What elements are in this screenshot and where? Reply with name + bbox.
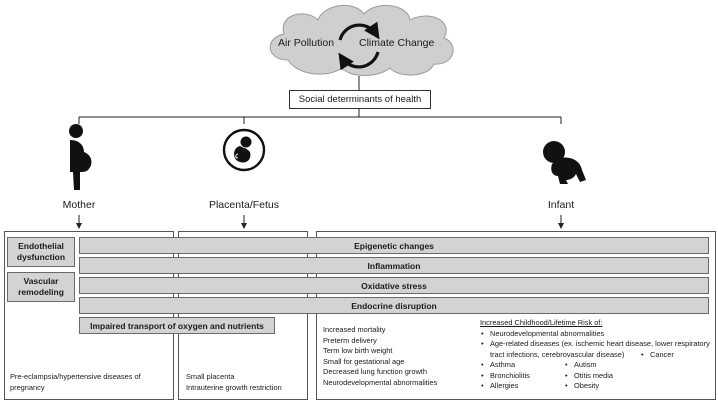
air-pollution-label: Air Pollution (278, 37, 335, 49)
epigenetic-changes-bar: Epigenetic changes (79, 237, 709, 254)
risk-item: Allergies (480, 381, 564, 392)
risk-columns: Asthma Bronchiolitis Allergies Autism Ot… (480, 350, 710, 392)
fetus-outcomes: Small placenta Intrauterine growth restr… (186, 372, 304, 393)
infant-outcome: Preterm delivery (323, 335, 377, 345)
risk-col-1: Asthma Bronchiolitis Allergies (480, 360, 564, 392)
endocrine-disruption-bar: Endocrine disruption (79, 297, 709, 314)
risk-col-2: Autism Otitis media Obesity (564, 360, 640, 392)
baby-icon (538, 140, 588, 186)
risk-section: Increased Childhood/Lifetime Risk of: Ne… (480, 318, 710, 392)
placenta-fetus-label: Placenta/Fetus (208, 199, 280, 211)
mother-outcome: Pre-eclampsia/hypertensive diseases of p… (10, 372, 141, 392)
risk-item: Autism (564, 360, 640, 371)
endothelial-dysfunction-box: Endothelial dysfunction (7, 237, 75, 267)
infant-label: Infant (547, 199, 575, 211)
impaired-transport-bar: Impaired transport of oxygen and nutrien… (79, 317, 275, 334)
infant-outcome: Decreased lung function growth (323, 367, 427, 376)
risk-item: Obesity (564, 381, 640, 392)
risk-col-3: Cancer (640, 350, 700, 392)
fetus-outcome: Small placenta (186, 372, 235, 381)
risk-item: Asthma (480, 360, 564, 371)
risk-title: Increased Childhood/Lifetime Risk of: (480, 318, 603, 327)
mother-outcomes: Pre-eclampsia/hypertensive diseases of p… (10, 372, 170, 393)
mother-label: Mother (62, 199, 96, 211)
cloud (258, 0, 463, 78)
risk-item: Otitis media (564, 371, 640, 382)
infant-outcome: Small for gestational age (323, 356, 405, 366)
inflammation-bar: Inflammation (79, 257, 709, 274)
social-determinants-box: Social determinants of health (289, 90, 431, 109)
infant-outcomes: Increased mortality Preterm delivery Ter… (323, 325, 473, 388)
risk-item: Neurodevelopmental abnormalities (480, 329, 710, 340)
climate-change-label: Climate Change (359, 37, 435, 49)
infant-outcome: Increased mortality (323, 325, 386, 334)
fetus-outcome: Intrauterine growth restriction (186, 382, 282, 392)
infant-outcome: Term low birth weight (323, 346, 393, 355)
cycle-arrows-icon (330, 18, 388, 74)
infant-outcome: Neurodevelopmental abnormalities (323, 377, 438, 387)
risk-item: Cancer (640, 350, 700, 361)
oxidative-stress-bar: Oxidative stress (79, 277, 709, 294)
vascular-remodeling-box: Vascular remodeling (7, 272, 75, 302)
risk-item: Bronchiolitis (480, 371, 564, 382)
fetus-icon (222, 128, 266, 172)
risk-item: Age-related diseases (ex. ischemic heart… (480, 339, 710, 360)
pregnant-woman-icon (58, 122, 98, 192)
